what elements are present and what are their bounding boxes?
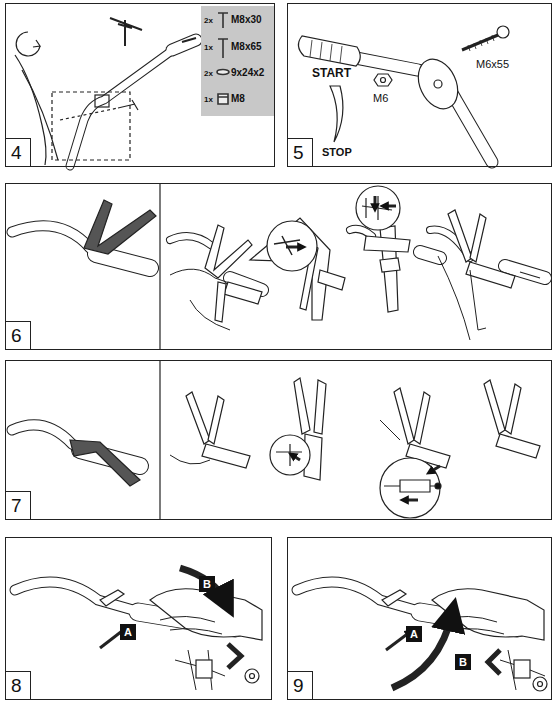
sketch [170,186,540,340]
lever-highlight [84,200,156,254]
forward-chevron [228,644,241,668]
callout-tag: B [455,654,471,670]
bolt-shank [462,35,498,50]
lever [100,590,124,606]
tube-fill [350,229,372,236]
quantity: 1x [204,43,213,52]
bolt-thread [468,35,494,51]
step-panel: 2xM8x301xM8x652x9x24x21xM84 [5,3,275,167]
callout-letter: A [120,624,136,640]
bolt-head [497,26,509,38]
step-panel: B A 8 [5,537,272,700]
hand [150,589,262,640]
tube-fill [297,582,422,612]
tube-fill [170,236,212,246]
tube-fill [70,46,184,166]
lever-highlight [70,440,140,486]
part-size: M8x30 [231,14,262,25]
hex-nut [374,74,392,86]
tube-fill [420,252,440,258]
callout-letter: B [199,576,215,592]
divider [159,361,160,519]
tee-knob [110,18,142,46]
reverse-chevron [488,650,500,674]
lever [382,590,406,606]
tiller [500,650,547,691]
fastener-icon [217,70,229,75]
nut-hole [381,78,386,83]
sketch [170,378,540,518]
tube-fill [15,582,140,612]
rotate-arrow-head [33,40,40,47]
tube-fill [96,254,150,268]
grip [298,36,360,66]
step-panel: 5 [287,3,552,167]
fastener-icon [218,39,228,58]
part-size: M6x55 [476,58,509,70]
pivot [434,80,442,88]
start-stop-lever [330,86,343,142]
quantity: 2x [204,69,213,78]
handlebar-tubes [12,40,545,628]
motion-arrow [392,614,452,688]
callout-letter: A [406,626,422,642]
detail-frame [52,92,130,160]
part-size: M6 [373,92,388,104]
callout-tag: A [120,624,136,640]
switch-position: STOP [322,146,352,158]
step-number: 9 [288,671,313,699]
parts-list-box: 2xM8x301xM8x652x9x24x21xM8 [201,6,274,116]
throttle-housing [411,53,466,115]
fastener-icon [218,13,228,28]
line-work [15,18,547,691]
step-number: 8 [6,671,31,699]
switch-position: START [312,66,351,80]
tube-outline [15,582,140,612]
quantity: 2x [204,16,213,25]
grip-ribs [310,40,342,63]
divider [159,184,160,349]
step-panel: 7 [5,360,552,520]
tube-outline [420,252,440,258]
part-size: 9x24x2 [231,67,264,78]
step-panel: A B 9 [287,537,552,700]
step-number: 6 [6,321,31,349]
callout-letter: B [455,654,471,670]
step-number: 5 [288,138,313,166]
rotate-arrow [16,32,40,56]
tube-outline [96,254,150,268]
part-size: M8 [231,93,245,104]
bolt [118,100,138,110]
clamp [95,95,109,107]
tube-outline [297,582,422,612]
tiller [175,650,259,690]
callout-tag: B [199,576,215,592]
callout-tag: A [406,626,422,642]
quantity: 1x [204,95,213,104]
step-number: 4 [6,138,31,166]
bolt [182,38,196,42]
tube-outline [170,236,212,246]
fastener-icon [218,94,228,104]
step-number: 7 [6,491,31,519]
step-panel: 6 [5,183,552,350]
bolt-axis [60,108,118,120]
tube-outline [350,229,372,236]
part-size: M8x65 [231,41,262,52]
motion-arrow [180,568,226,602]
tube-outline [70,46,184,166]
